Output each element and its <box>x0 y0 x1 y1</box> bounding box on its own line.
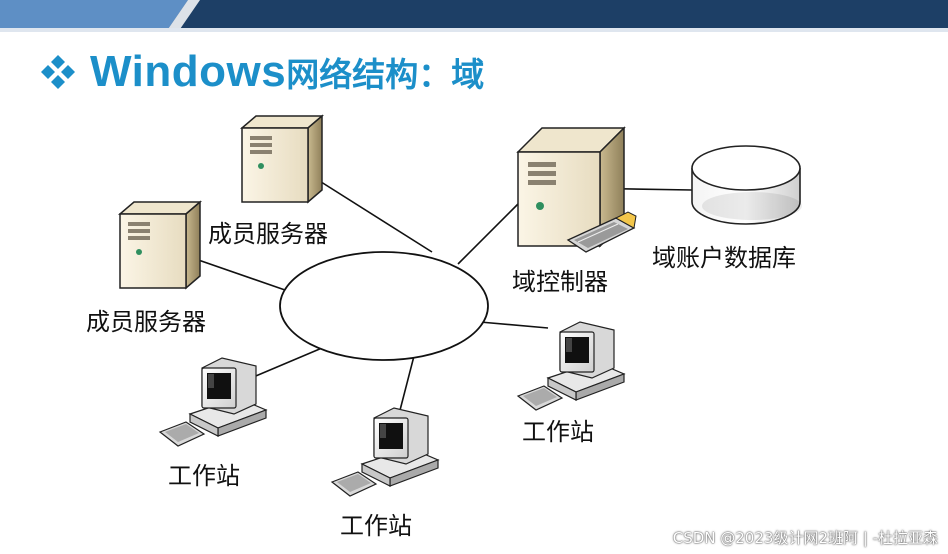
watermark-text: CSDN @2023级计网2班阿 | -杜拉亚森 <box>672 529 938 547</box>
workstation-middle <box>331 407 439 497</box>
workstation-left <box>159 357 267 447</box>
label-workstation-right: 工作站 <box>522 418 594 446</box>
database-cylinder-icon <box>691 145 802 225</box>
domain-controller <box>516 126 637 253</box>
title-cjk-text: 网络结构：域 <box>286 55 485 94</box>
network-ellipse <box>279 251 489 361</box>
network-card-icon <box>566 211 637 253</box>
member-server-left <box>119 201 201 289</box>
link-workstation-right <box>479 321 549 329</box>
label-domain-controller: 域控制器 <box>512 268 608 296</box>
label-workstation-left: 工作站 <box>168 462 240 490</box>
label-member-server-top: 成员服务器 <box>208 220 328 248</box>
workstation-right <box>517 321 625 411</box>
label-domain-account-db: 域账户数据库 <box>652 244 796 272</box>
top-banner <box>0 0 948 32</box>
link-domain-controller <box>457 203 519 265</box>
member-server-top <box>241 115 323 203</box>
label-member-server-left: 成员服务器 <box>86 308 206 336</box>
slide-title: Windows 网络结构：域 <box>38 44 484 100</box>
label-workstation-middle: 工作站 <box>340 512 412 540</box>
diamond-bullet-icon <box>41 55 75 89</box>
title-latin-text: Windows <box>90 47 287 96</box>
link-member-server-top <box>317 179 433 253</box>
link-workstation-middle <box>397 355 415 419</box>
